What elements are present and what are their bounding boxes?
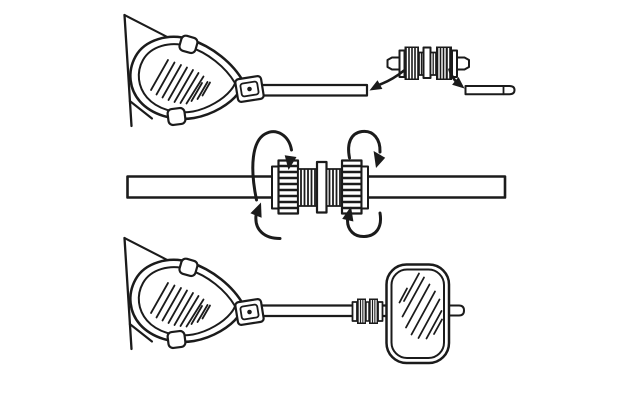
twist-coupler-exploded (386, 46, 470, 80)
right-thread-section (325, 168, 343, 207)
auxiliary-mirror-head (385, 263, 451, 365)
aux-glass-hatching (398, 272, 443, 340)
aux-mirror-outline (385, 263, 451, 365)
panel-step-2 (126, 129, 507, 240)
right-knurled-collar (340, 159, 363, 215)
pointer-arrow-right (448, 68, 465, 89)
coupler-center-band (422, 46, 432, 79)
coupler-center-gap (365, 301, 370, 322)
car-mirror-assembly (123, 236, 266, 351)
coupler-right-flange (377, 301, 384, 322)
coupler-left-ring (357, 298, 366, 324)
extension-rod (254, 83, 369, 97)
car-mirror-assembly (123, 13, 266, 128)
tightened-coupler (351, 298, 384, 324)
coupler-left-knurled-ring (404, 46, 419, 80)
twist-coupler-on-rod (271, 159, 369, 215)
rotate-left-collar-arrow (250, 130, 297, 240)
panel-step-3 (123, 236, 465, 365)
right-flange (360, 165, 369, 210)
coupler-left-stub (386, 56, 401, 71)
left-thread-section (297, 168, 318, 207)
coupler-right-stub (456, 56, 470, 71)
center-band (315, 160, 328, 214)
panel-step-1 (123, 13, 516, 128)
pointer-arrow-left (369, 69, 406, 91)
aux-mirror-right-stub (447, 304, 465, 317)
coupler-right-knurled-ring (436, 46, 452, 80)
aux-mirror-bezel (390, 268, 445, 359)
spare-rod-segment (464, 85, 516, 96)
rotate-right-collar-arrow (342, 129, 386, 239)
coupler-right-ring (369, 298, 378, 324)
coupler-left-flange (351, 301, 358, 322)
